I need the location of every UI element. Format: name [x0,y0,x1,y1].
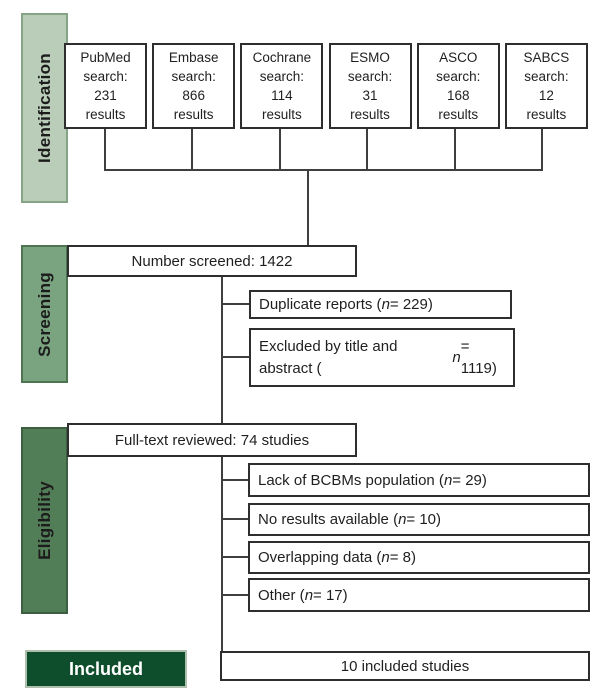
exclusion-box-title-abstract: Excluded by title and abstract (n = 1119… [249,328,515,387]
connector-stub-cochrane [279,129,281,171]
source-box-embase: Embase search: 866 results [152,43,236,129]
exclusion-box-bcbms: Lack of BCBMs population (n = 29) [248,463,590,497]
exclusion-box-overlapping: Overlapping data (n = 8) [248,541,590,574]
connector-drop-to-screened [307,169,309,245]
connector-stub-overlapping [221,556,248,558]
connector-stub-esmo [366,129,368,171]
exclusion-box-other: Other (n = 17) [248,578,590,612]
stage-label-eligibility-text: Eligibility [34,481,54,560]
source-box-sabcs: SABCS search: 12 results [504,43,588,129]
connector-collector-horizontal [104,169,543,171]
stage-label-identification-text: Identification [34,53,54,163]
connector-stub-title-abstract [221,356,249,358]
connector-screening-drop [221,277,223,423]
source-box-row: PubMed search: 231 results Embase search… [64,43,588,129]
stage-label-screening: Screening [21,245,68,383]
stage-label-eligibility: Eligibility [21,427,68,614]
fulltext-reviewed-box: Full-text reviewed: 74 studies [67,423,357,457]
connector-eligibility-drop [221,457,223,651]
connector-stub-asco [454,129,456,171]
stage-label-identification: Identification [21,13,68,203]
connector-stub-pubmed [104,129,106,171]
number-screened-box: Number screened: 1422 [67,245,357,277]
connector-stub-sabcs [541,129,543,171]
connector-stub-embase [191,129,193,171]
stage-label-screening-text: Screening [34,271,54,357]
exclusion-box-duplicates: Duplicate reports (n = 229) [249,290,512,319]
source-box-pubmed: PubMed search: 231 results [64,43,147,129]
connector-stub-duplicates [221,303,249,305]
source-box-esmo: ESMO search: 31 results [328,43,412,129]
connector-stub-bcbms [221,479,248,481]
included-studies-box: 10 included studies [220,651,590,681]
stage-label-included: Included [25,650,187,688]
connector-stub-other [221,594,248,596]
stage-label-included-text: Included [68,658,143,679]
exclusion-box-no-results: No results available (n = 10) [248,503,590,536]
source-box-asco: ASCO search: 168 results [416,43,500,129]
source-box-cochrane: Cochrane search: 114 results [240,43,324,129]
connector-stub-no-results [221,518,248,520]
